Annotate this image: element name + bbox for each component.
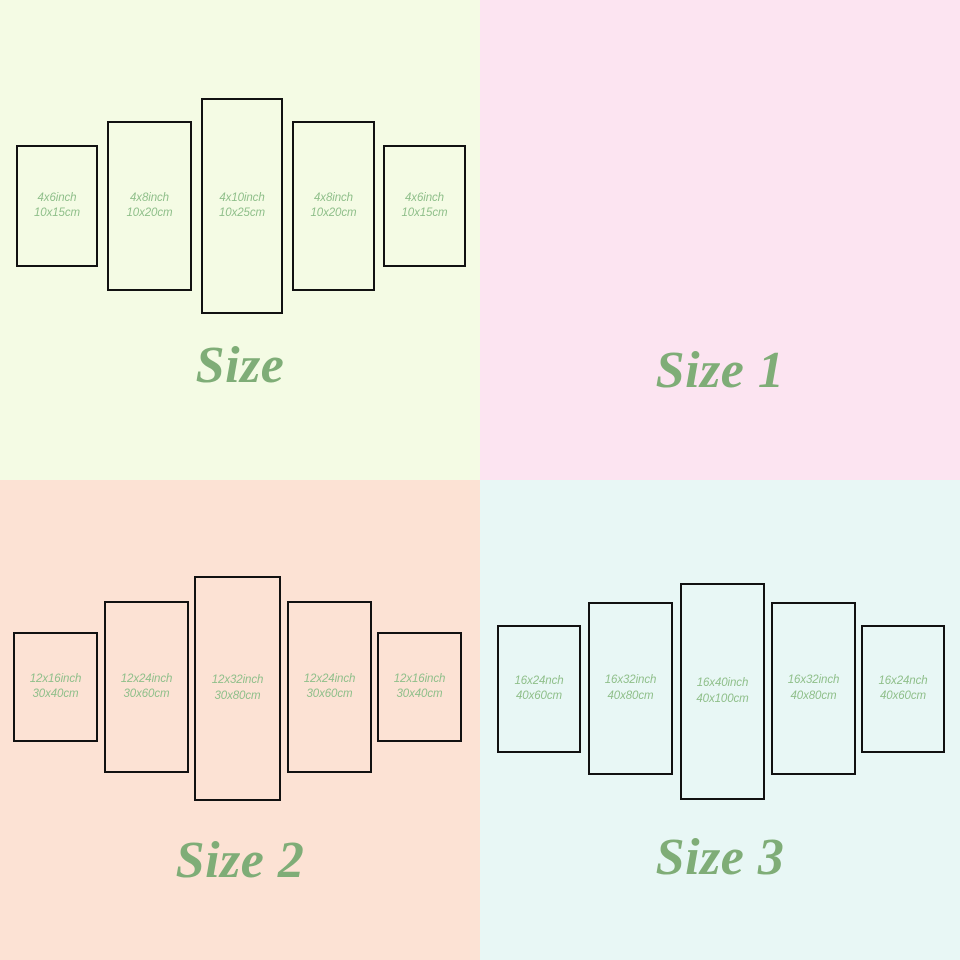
panel-size-inch: 16x32inch <box>604 674 657 687</box>
quadrant-heading-size: Size <box>195 337 285 394</box>
panel-size-label: 16x24nch 40x60cm <box>878 674 927 704</box>
quadrant-size-3: 16x24nch 40x60cm 16x32inch 40x80cm 16x40inch… <box>480 480 960 960</box>
canvas-panel: 4x8inch 10x20cm <box>292 121 375 291</box>
canvas-panel: 4x8inch 10x20cm <box>107 121 192 291</box>
panel-size-label: 4x10inch 10x25cm <box>219 191 265 221</box>
panel-size-label: 16x32inch 40x80cm <box>605 673 657 703</box>
panel-size-cm: 40x80cm <box>790 689 837 702</box>
panel-size-label: 12x16inch 30x40cm <box>394 672 446 702</box>
canvas-panel: 12x24inch 30x60cm <box>287 601 372 773</box>
quadrant-heading-size-2: Size 2 <box>175 832 305 889</box>
panel-size-label: 16x40inch 40x100cm <box>696 676 748 706</box>
canvas-panel: 12x16inch 30x40cm <box>377 632 462 742</box>
panel-group-size-1: 8x14nch20x35cm8x18inch20x45cm8x22inch20x… <box>480 0 960 480</box>
panel-size-inch: 4x6inch <box>37 191 77 204</box>
panel-size-inch: 12x24inch <box>120 672 173 685</box>
panel-size-cm: 30x60cm <box>123 688 170 700</box>
panel-size-inch: 16x32inch <box>787 674 840 687</box>
panel-size-label: 12x24inch 30x60cm <box>304 672 356 702</box>
panel-size-inch: 12x24inch <box>303 672 356 685</box>
panel-size-label: 16x24nch 40x60cm <box>514 674 563 704</box>
panel-size-cm: 40x100cm <box>696 692 749 705</box>
panel-size-label: 4x6inch 10x15cm <box>34 191 80 221</box>
quadrant-heading-size-1: Size 1 <box>655 342 785 399</box>
canvas-panel: 4x6inch 10x15cm <box>16 145 98 267</box>
panel-size-label: 16x32inch 40x80cm <box>788 673 840 703</box>
panel-size-label: 12x32inch 30x80cm <box>212 673 264 703</box>
canvas-panel: 16x32inch 40x80cm <box>588 602 673 775</box>
quadrant-size-2: 12x16inch 30x40cm 12x24inch 30x60cm 12x32inc… <box>0 480 480 960</box>
panel-size-cm: 40x60cm <box>880 690 926 702</box>
panel-size-inch: 4x8inch <box>314 191 353 204</box>
panel-size-cm: 10x20cm <box>310 207 357 219</box>
panel-size-cm: 10x15cm <box>34 207 80 219</box>
canvas-panel: 12x32inch 30x80cm <box>194 576 281 801</box>
panel-size-inch: 12x16inch <box>29 672 82 685</box>
panel-size-cm: 30x40cm <box>32 688 79 700</box>
panel-size-label: 12x16inch 30x40cm <box>30 672 82 702</box>
panel-size-cm: 30x60cm <box>306 688 353 700</box>
panel-size-inch: 16x24nch <box>878 674 928 687</box>
panel-size-cm: 30x40cm <box>396 688 443 700</box>
canvas-panel: 16x32inch 40x80cm <box>771 602 856 775</box>
canvas-panel: 16x24nch 40x60cm <box>497 625 581 753</box>
panel-size-inch: 12x32inch <box>211 674 264 687</box>
canvas-panel: 12x24inch 30x60cm <box>104 601 189 773</box>
panel-size-inch: 16x24nch <box>514 674 564 687</box>
panel-group-size: 4x6inch 10x15cm 4x8inch 10x20cm 4x10inch 10x2… <box>0 0 480 480</box>
panel-size-label: 12x24inch 30x60cm <box>121 672 173 702</box>
panel-size-cm: 40x80cm <box>607 689 654 702</box>
panel-size-inch: 4x8inch <box>130 191 169 204</box>
canvas-panel: 16x24nch 40x60cm <box>861 625 945 753</box>
canvas-panel: 4x6inch 10x15cm <box>383 145 466 267</box>
quadrant-heading-size-3: Size 3 <box>655 829 785 886</box>
canvas-panel: 4x10inch 10x25cm <box>201 98 283 314</box>
panel-size-label: 4x6inch 10x15cm <box>402 191 448 221</box>
panel-size-label: 4x8inch 10x20cm <box>127 191 173 221</box>
panel-size-cm: 10x25cm <box>219 207 265 219</box>
panel-size-cm: 40x60cm <box>516 690 562 702</box>
panel-size-inch: 12x16inch <box>393 672 446 685</box>
panel-group-size-2: 12x16inch 30x40cm 12x24inch 30x60cm 12x32inc… <box>0 480 480 960</box>
canvas-panel: 16x40inch 40x100cm <box>680 583 765 800</box>
panel-size-cm: 30x80cm <box>214 689 261 702</box>
panel-group-size-3: 16x24nch 40x60cm 16x32inch 40x80cm 16x40inch… <box>480 480 960 960</box>
panel-size-label: 4x8inch 10x20cm <box>311 191 357 221</box>
panel-size-inch: 4x6inch <box>405 191 444 204</box>
panel-size-inch: 4x10inch <box>219 191 265 204</box>
canvas-panel: 12x16inch 30x40cm <box>13 632 98 742</box>
quadrant-size: 4x6inch 10x15cm 4x8inch 10x20cm 4x10inch 10x2… <box>0 0 480 480</box>
panel-size-cm: 10x20cm <box>126 207 173 219</box>
panel-size-inch: 16x40inch <box>696 677 749 690</box>
panel-size-cm: 10x15cm <box>401 207 448 219</box>
quadrant-size-1: 8x14nch20x35cm8x18inch20x45cm8x22inch20x… <box>480 0 960 480</box>
